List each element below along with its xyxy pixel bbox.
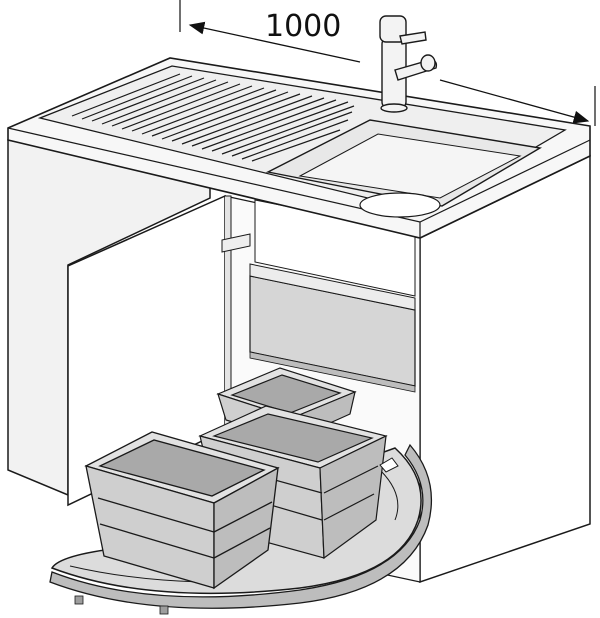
drainboard-grooves	[71, 73, 355, 162]
dimension-label: 1000	[265, 9, 341, 44]
faucet	[379, 15, 438, 113]
waste-bin-front	[84, 431, 280, 590]
sink-drain	[359, 192, 441, 218]
dimension-line: 1000	[179, 0, 596, 126]
door-hinge	[221, 233, 251, 253]
